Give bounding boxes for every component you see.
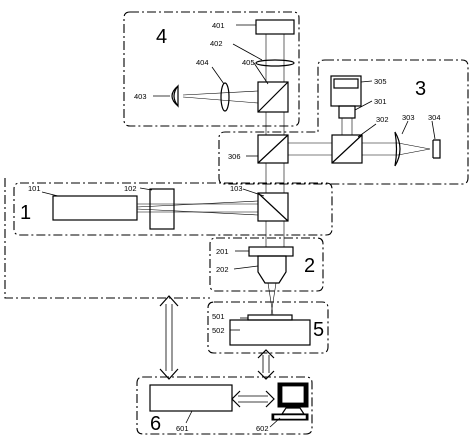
stage-502 xyxy=(229,319,311,346)
module-label-5: 5 xyxy=(313,319,324,341)
part-label-101: 101 xyxy=(28,184,41,193)
part-label-304: 304 xyxy=(428,113,441,122)
sample-501 xyxy=(247,314,293,321)
computer-602 xyxy=(271,382,309,421)
module-label-4: 4 xyxy=(156,26,167,48)
module-label-1: 1 xyxy=(20,202,31,224)
part-label-501: 501 xyxy=(212,312,225,321)
outer-system-boundary xyxy=(4,178,210,299)
part-label-303: 303 xyxy=(402,113,415,122)
lens-402 xyxy=(255,59,295,67)
controller-601 xyxy=(149,384,233,412)
part-label-102: 102 xyxy=(124,184,137,193)
leader-lines xyxy=(41,24,436,428)
part-label-602: 602 xyxy=(256,424,269,433)
module-6-boundary xyxy=(136,376,313,435)
part-label-401: 401 xyxy=(212,21,225,30)
link-arrow-5-to-6 xyxy=(257,349,275,380)
part-label-601: 601 xyxy=(176,424,189,433)
part-label-405: 405 xyxy=(242,58,255,67)
module-5-boundary xyxy=(207,301,329,354)
part-label-403: 403 xyxy=(134,92,147,101)
part-label-201: 201 xyxy=(216,247,229,256)
part-label-306: 306 xyxy=(228,152,241,161)
part-label-502: 502 xyxy=(212,326,225,335)
light-source-101 xyxy=(52,195,138,221)
beam-splitter-405 xyxy=(257,81,289,113)
module-2-boundary xyxy=(209,237,324,292)
part-label-404: 404 xyxy=(196,58,209,67)
part-label-305: 305 xyxy=(374,77,387,86)
module-label-3: 3 xyxy=(415,78,426,100)
module-label-2: 2 xyxy=(304,255,315,277)
part-label-402: 402 xyxy=(210,39,223,48)
beam-splitter-302 xyxy=(331,134,363,164)
component-102 xyxy=(149,188,175,230)
objective-mount-201 xyxy=(248,246,294,257)
objective-lens-202 xyxy=(257,255,287,284)
module-label-6: 6 xyxy=(150,413,161,435)
beam-splitter-306 xyxy=(257,134,289,164)
beam-splitter-103 xyxy=(257,192,289,222)
camera-body-305 xyxy=(330,75,362,107)
module-1-boundary xyxy=(13,182,333,236)
module-3-boundary xyxy=(218,59,469,185)
link-arrow-outer-to-6 xyxy=(159,295,179,380)
part-label-301: 301 xyxy=(374,97,387,106)
camera-lens-301 xyxy=(338,105,356,119)
link-arrow-601-to-602 xyxy=(231,390,275,408)
part-label-103: 103 xyxy=(230,184,243,193)
mirror-304 xyxy=(432,139,441,159)
lens-404 xyxy=(220,82,230,112)
part-label-202: 202 xyxy=(216,265,229,274)
part-label-302: 302 xyxy=(376,115,389,124)
component-401 xyxy=(255,19,295,35)
lens-303 xyxy=(394,131,401,167)
